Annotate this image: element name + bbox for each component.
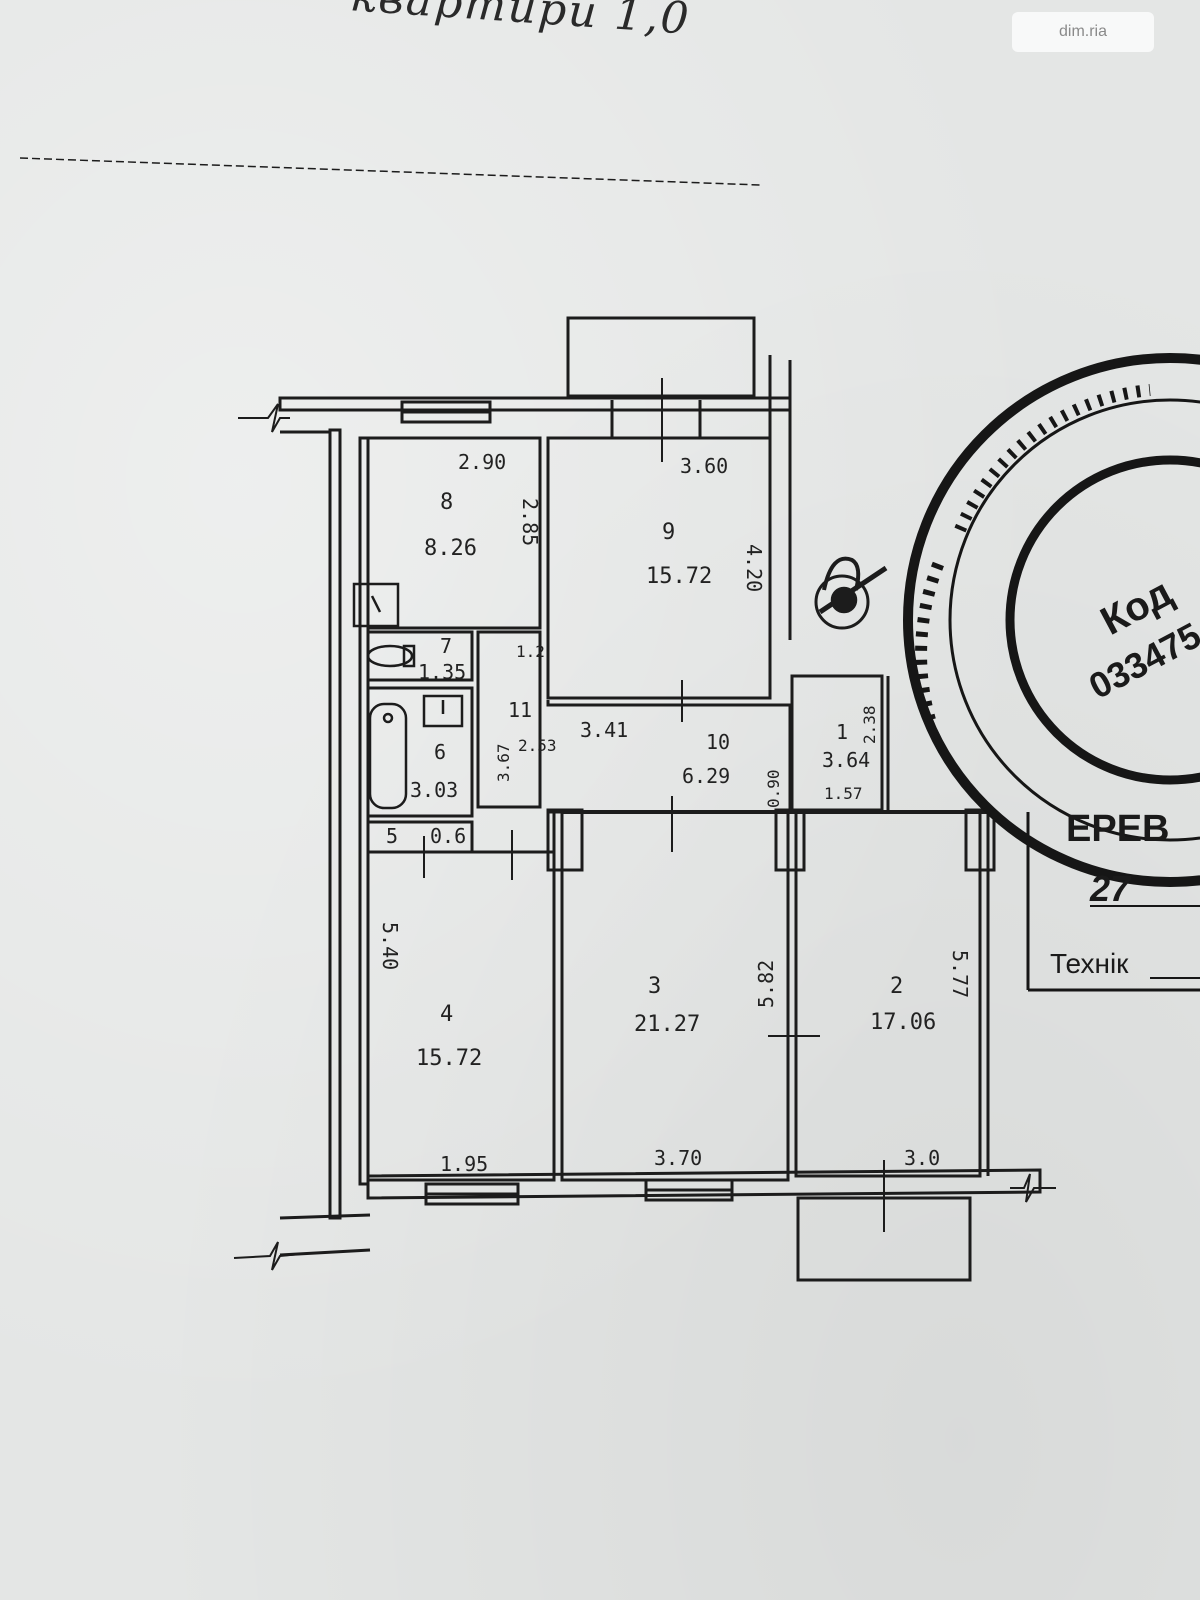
room-number: 4 [440,1002,454,1027]
stamp-box-title: ЕРЕВ [1066,808,1170,850]
room-area: 6.29 [682,764,731,788]
room-number: 3 [648,974,662,999]
room-area: 3.03 [410,778,459,802]
technician-label: Технік [1050,948,1129,979]
round-stamp [903,353,1200,887]
dimension-label: 2.38 [860,705,879,744]
dimension-label: 1.95 [440,1152,489,1176]
dimension-label: 3.0 [904,1146,941,1170]
break-mark-top [238,403,290,433]
stamp-box [1026,812,1200,992]
dimension-label: 5.77 [948,950,972,999]
dimension-label: 1.2 [516,642,545,661]
south-wall [366,1168,1042,1200]
dimension-label: 2.85 [518,498,542,547]
dimension-label: 1.57 [824,784,863,803]
north-wall [278,396,792,412]
sink-icon [422,694,464,728]
room-number: 2 [890,974,904,999]
column-2 [774,808,806,872]
dimension-label: 2.53 [518,736,557,755]
room-6 [366,686,474,818]
top-dash-line [19,157,761,186]
room-number: 7 [440,634,453,658]
break-mark-bottom [233,1241,301,1271]
room-number: 1 [836,720,849,744]
dimension-label: 5.82 [754,959,778,1008]
room-area: 15.72 [646,564,713,589]
west-wall-outer [328,428,342,1220]
room-number: 8 [440,490,454,515]
column-3 [964,808,996,872]
room-area: 3.67 [494,743,513,782]
dimension-label: 5.40 [378,922,402,971]
dimension-label: 3.41 [580,718,629,742]
dimension-label: 0.90 [764,769,783,808]
room-number: 10 [706,730,731,754]
column-1 [546,808,584,872]
room-area: 17.06 [870,1010,937,1035]
room-area: 0.6 [430,824,467,848]
watermark: dim.ria [1012,12,1154,52]
room-9 [546,436,772,700]
room-area: 3.64 [822,748,871,772]
dimension-label: 3.70 [654,1146,703,1170]
toilet-icon [366,644,416,668]
room-4 [366,850,556,1182]
room-area: 21.27 [634,1012,701,1037]
break-mark-right [1010,1173,1056,1203]
room-area: 8.26 [424,536,477,561]
room-8 [366,436,542,630]
dimension-label: 2.90 [458,450,507,474]
stove-icon [352,582,400,628]
wall-stub-bottom [279,1213,371,1220]
room-10 [546,700,792,814]
dimension-label: 3.60 [680,454,729,478]
room-area: 1.35 [418,660,467,684]
room-area: 15.72 [416,1046,483,1071]
stamp-box-number: 27 [1090,868,1131,909]
room-number: 5 [386,824,399,848]
room-number: 9 [662,520,676,545]
meter-icon [814,556,888,630]
bathtub-icon [368,702,408,810]
room-number: 6 [434,740,447,764]
dimension-label: 4.20 [742,544,766,593]
room-11 [476,630,542,809]
room-number: 11 [508,698,533,722]
